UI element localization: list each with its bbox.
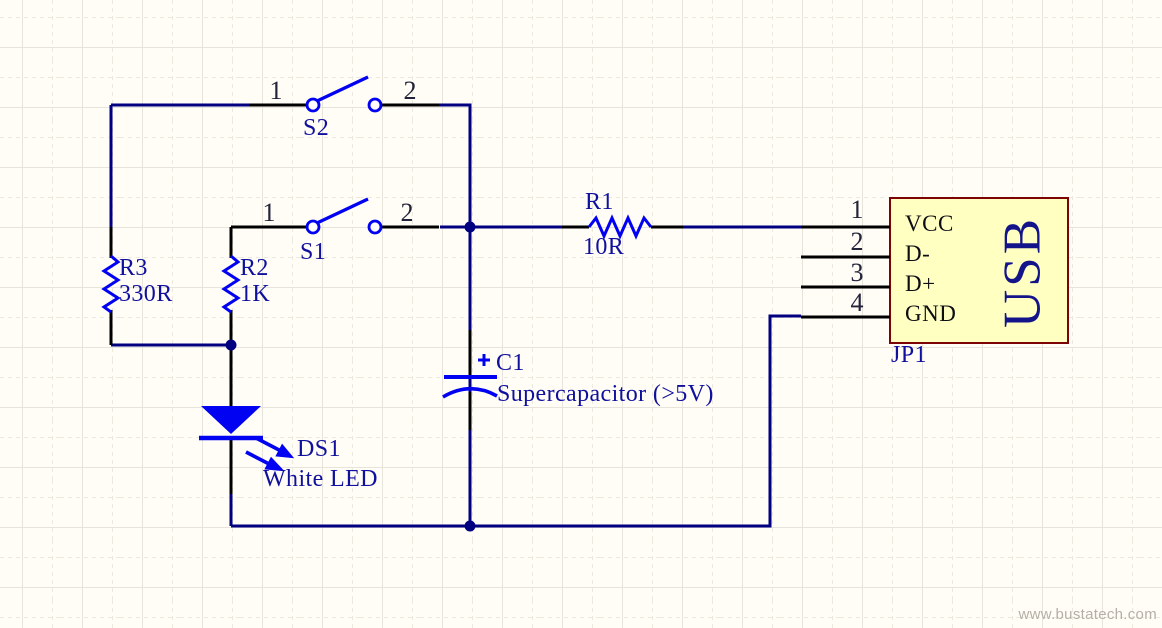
r3-value-label: 330R — [119, 281, 173, 307]
usb-pin-3-name: D+ — [905, 271, 936, 296]
usb-pin-4-number: 4 — [850, 288, 864, 317]
resistor-r2-symbol — [221, 254, 241, 314]
r1-designator-label: R1 — [585, 189, 614, 215]
ds1-designator-label: DS1 — [297, 436, 341, 462]
r2-value-label: 1K — [240, 281, 271, 307]
ds1-value-label: White LED — [263, 466, 378, 492]
component-leads — [109, 103, 890, 494]
switch-s1-symbol — [305, 197, 383, 235]
switch-s2-symbol — [305, 75, 383, 113]
usb-pin-2-number: 2 — [850, 227, 864, 256]
r1-value-label: 10R — [583, 234, 625, 260]
watermark-text: www.bustatech.com — [1018, 606, 1157, 623]
usb-part-label: USB — [993, 215, 1052, 329]
s2-pin-2-number: 2 — [403, 76, 417, 105]
wire-net — [109, 103, 801, 528]
jp1-designator-label: JP1 — [891, 342, 927, 368]
s1-designator-label: S1 — [300, 239, 327, 265]
usb-pin-2-name: D- — [905, 241, 931, 266]
resistor-r1-symbol — [587, 214, 653, 240]
capacitor-plus-mark — [478, 354, 490, 366]
junction-dots — [225, 221, 476, 532]
usb-connector-body — [889, 197, 1069, 344]
usb-pin-4-name: GND — [905, 301, 957, 326]
s2-pin-1-number: 1 — [269, 76, 283, 105]
usb-pin-3-number: 3 — [850, 258, 864, 287]
usb-pin-1-name: VCC — [905, 211, 954, 236]
usb-pin-1-number: 1 — [850, 195, 864, 224]
r2-designator-label: R2 — [240, 255, 269, 281]
c1-designator-label: C1 — [496, 350, 525, 376]
s1-pin-2-number: 2 — [400, 198, 414, 227]
resistor-r3-symbol — [101, 254, 121, 314]
led-light-arrows — [245, 436, 295, 472]
s1-pin-1-number: 1 — [262, 198, 276, 227]
capacitor-c1-symbol — [442, 354, 498, 399]
r3-designator-label: R3 — [119, 255, 148, 281]
s2-designator-label: S2 — [303, 115, 330, 141]
led-ds1-symbol — [199, 406, 295, 472]
c1-value-label: Supercapacitor (>5V) — [497, 381, 714, 407]
